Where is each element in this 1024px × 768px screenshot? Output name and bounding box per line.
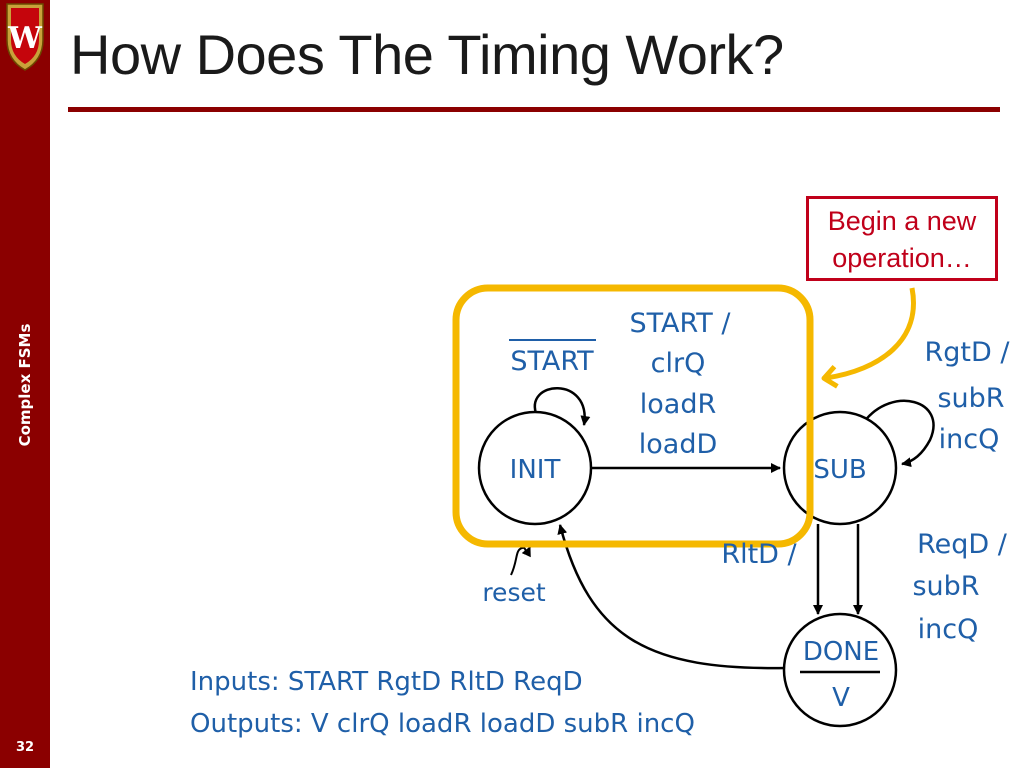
label-loadd: loadD (639, 429, 718, 460)
label-reset: reset (482, 578, 546, 607)
callout-line-1: Begin a new (827, 206, 977, 236)
label-loadr: loadR (640, 389, 716, 420)
sidebar-divider (50, 0, 53, 768)
sub-self-loop (863, 399, 935, 468)
label-rgtd-slash: RgtD / (925, 337, 1011, 368)
init-self-loop (533, 387, 591, 426)
state-done-output: V (832, 683, 850, 713)
label-clrq: clrQ (651, 348, 706, 379)
inputs-line: Inputs: START RgtD RltD ReqD (190, 667, 583, 697)
sidebar: W Complex FSMs 32 (0, 0, 50, 768)
page-title: How Does The Timing Work? (70, 23, 784, 86)
callout-line-2: operation… (832, 243, 972, 273)
label-subr-2: subR (912, 571, 979, 602)
state-done-label: DONE (803, 637, 879, 667)
done-to-init-arrow (557, 524, 786, 670)
label-incq-2: incQ (918, 614, 979, 645)
label-start-not: START (510, 346, 594, 377)
state-init (477, 410, 593, 526)
callout-pointer-arrow (821, 287, 916, 389)
label-start-slash: START / (630, 308, 732, 339)
title-underline (68, 107, 1000, 112)
outputs-line: Outputs: V clrQ loadR loadD subR incQ (190, 709, 695, 739)
label-reqd-slash: ReqD / (917, 529, 1008, 560)
reset-arrow (510, 546, 531, 576)
state-done (782, 612, 898, 728)
highlight-box (452, 284, 814, 548)
label-rltd-slash: RltD / (721, 539, 797, 570)
label-incq-1: incQ (939, 424, 1000, 455)
uw-crest-icon: W (6, 3, 44, 71)
state-init-label: INIT (510, 455, 561, 485)
state-sub-label: SUB (813, 455, 866, 485)
svg-text:W: W (7, 21, 43, 56)
callout-box: Begin a new operation… (806, 196, 998, 281)
slide-number: 32 (15, 740, 35, 755)
label-subr-1: subR (937, 383, 1004, 414)
